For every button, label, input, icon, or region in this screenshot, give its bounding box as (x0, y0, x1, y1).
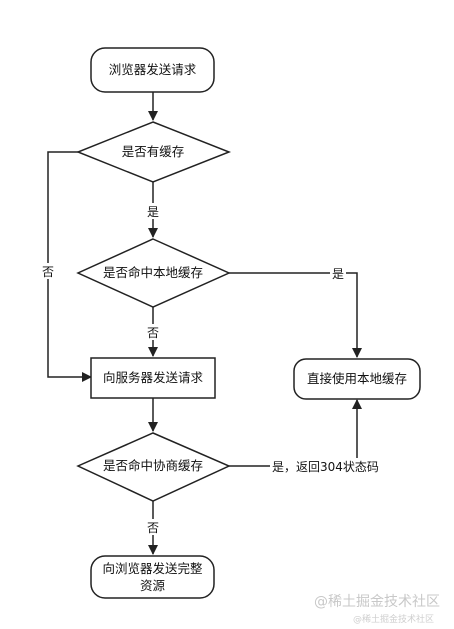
edge-hit-local-yes (229, 272, 362, 358)
edge-label-has-cache-yes: 是 (147, 205, 159, 219)
edge-labels: 是 否 是 否 是，返回304状态码 否 (40, 203, 388, 535)
edge-label-hit-local-no: 否 (147, 326, 159, 340)
node-hit-negotiate-label: 是否命中协商缓存 (103, 458, 203, 473)
node-request-server-label: 向服务器发送请求 (103, 370, 204, 385)
edge-label-hit-local-yes: 是 (332, 267, 344, 281)
node-full-resource: 向浏览器发送完整 资源 (90, 555, 215, 599)
node-request-server: 向服务器发送请求 (90, 357, 216, 399)
edge-label-has-cache-no: 否 (42, 265, 54, 279)
watermark: @稀土掘金技术社区 (314, 594, 440, 610)
node-start-label: 浏览器发送请求 (109, 62, 197, 77)
node-start: 浏览器发送请求 (90, 47, 215, 93)
node-hit-local-label: 是否命中本地缓存 (103, 265, 203, 280)
node-use-local: 直接使用本地缓存 (293, 358, 421, 400)
node-hit-negotiate: 是否命中协商缓存 (76, 432, 231, 502)
edge-label-negotiate-no: 否 (147, 521, 159, 535)
node-hit-local: 是否命中本地缓存 (76, 238, 231, 308)
node-use-local-label: 直接使用本地缓存 (307, 371, 407, 386)
watermark-sub: @稀土掘金技术社区 (352, 615, 434, 625)
edge-label-negotiate-yes: 是，返回304状态码 (272, 460, 379, 474)
node-full-resource-label-line1: 向浏览器发送完整 (102, 561, 203, 576)
edge-negotiate-yes (229, 399, 362, 467)
node-has-cache: 是否有缓存 (75, 121, 232, 183)
node-full-resource-label-line2: 资源 (140, 578, 166, 593)
node-has-cache-label: 是否有缓存 (122, 144, 185, 159)
